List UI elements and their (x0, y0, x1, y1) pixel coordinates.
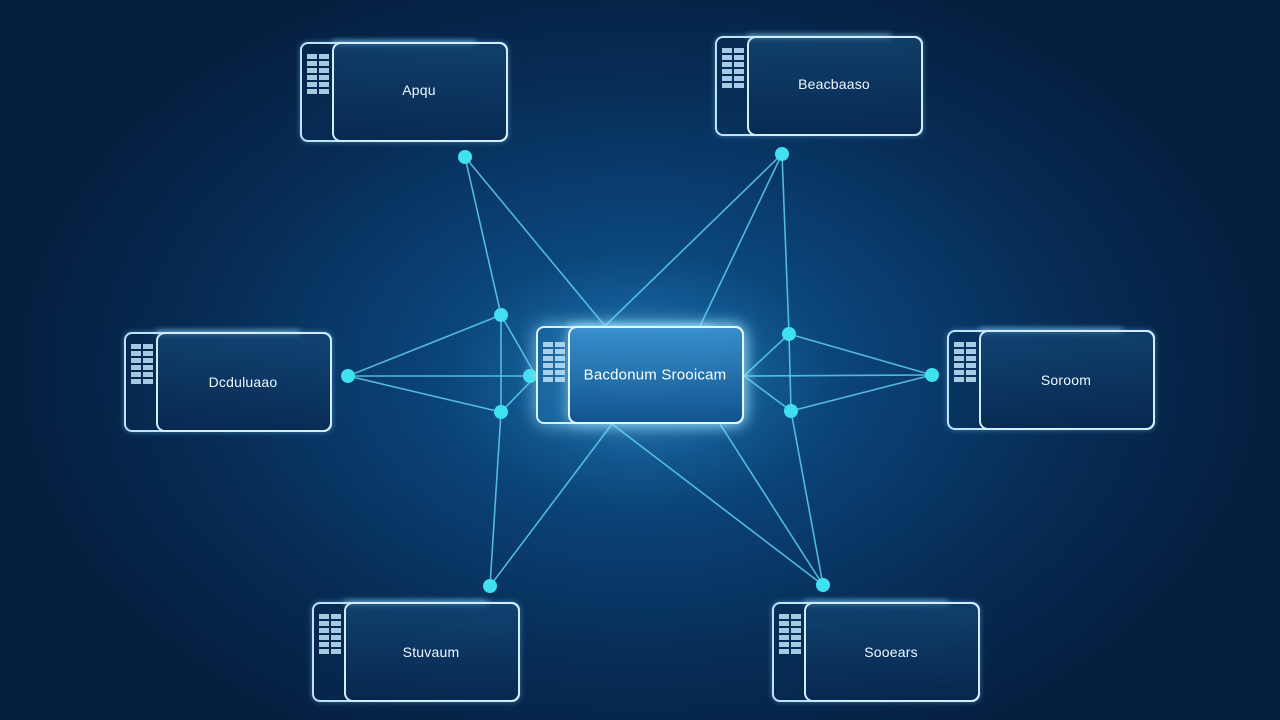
node-label: Stuvaum (402, 644, 460, 660)
central-node-label: Bacdonum Srooicam (583, 366, 727, 384)
connection-line (604, 153, 783, 327)
connection-line (347, 314, 502, 377)
connection-line (743, 333, 790, 377)
junction-dot (784, 404, 798, 418)
node-label: Beacbaaso (798, 76, 870, 93)
connection-line (743, 375, 792, 412)
central-node[interactable]: Bacdonum Srooicam (536, 326, 744, 424)
connection-line (464, 156, 606, 327)
node-bottom-left[interactable]: Stuvaum (312, 602, 520, 702)
grid-icon (131, 344, 153, 384)
connection-line (719, 423, 824, 586)
node-label: Dcduluaao (208, 374, 278, 390)
connector-dot (341, 369, 355, 383)
grid-icon (307, 54, 329, 94)
junction-dot (782, 327, 796, 341)
grid-icon (543, 342, 565, 382)
node-bottom-right[interactable]: Sooears (772, 602, 980, 702)
node-mid-right[interactable]: Soroom (947, 330, 1155, 430)
junction-dot (523, 369, 537, 383)
connection-line (788, 333, 792, 412)
node-top-left[interactable]: Apqu (300, 42, 508, 142)
junction-dot (494, 308, 508, 322)
node-mid-left[interactable]: Dcduluaao (124, 332, 332, 432)
connection-line (500, 314, 537, 377)
connection-line (790, 410, 824, 586)
node-label: Sooears (864, 644, 918, 660)
junction-dot (494, 405, 508, 419)
connection-line (788, 333, 933, 376)
connection-line (347, 375, 502, 413)
connection-line (464, 156, 502, 316)
connection-line (790, 374, 933, 412)
connection-line (781, 153, 790, 335)
connection-line (611, 423, 824, 586)
grid-icon (319, 614, 341, 654)
node-label: Apqu (402, 82, 436, 99)
connection-line (489, 423, 613, 587)
connector-dot (483, 579, 497, 593)
connection-line (743, 374, 933, 377)
node-label: Soroom (1040, 372, 1092, 388)
node-top-right[interactable]: Beacbaaso (715, 36, 923, 136)
grid-icon (779, 614, 801, 654)
connector-dot (458, 150, 472, 164)
connection-line (699, 153, 783, 327)
connector-dot (816, 578, 830, 592)
connection-line (489, 411, 502, 587)
grid-icon (722, 48, 744, 88)
connector-dot (925, 368, 939, 382)
grid-icon (954, 342, 976, 382)
connector-dot (775, 147, 789, 161)
